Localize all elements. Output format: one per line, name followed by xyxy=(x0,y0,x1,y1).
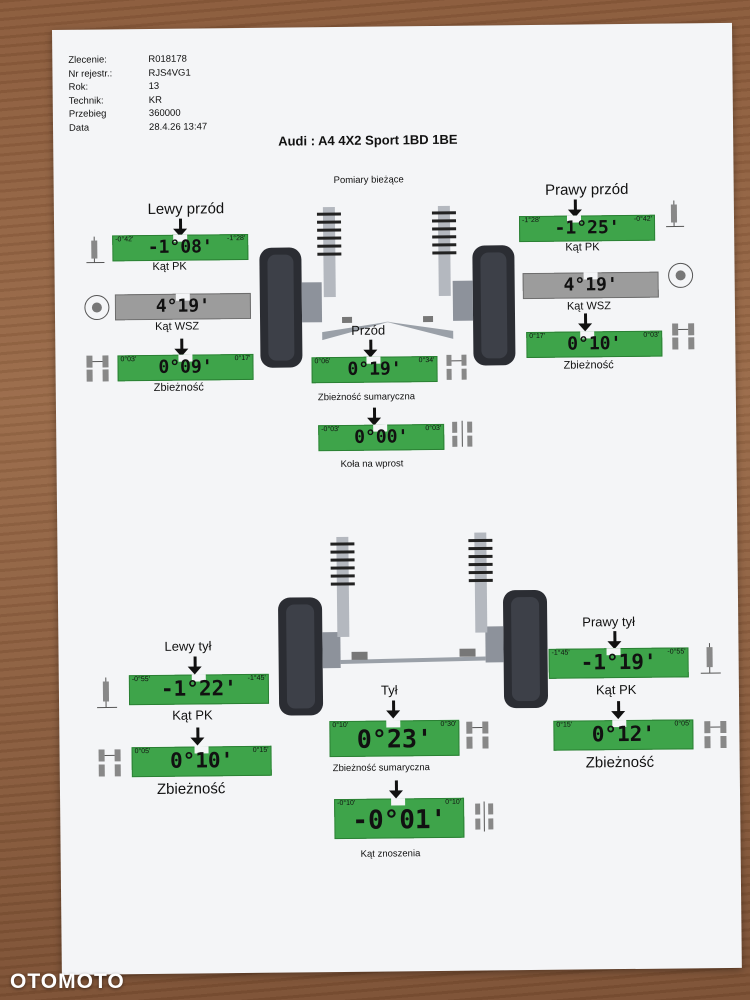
toe-icon xyxy=(463,717,491,751)
sai-icon xyxy=(83,291,111,323)
front-axle-label: Przód xyxy=(351,322,386,338)
rear-suspension-illustration xyxy=(278,532,549,716)
front-total-toe-gauge: 0°06' 0°34' 0°19' xyxy=(311,355,438,384)
right-rear-toe-value: 0°12' xyxy=(591,721,656,747)
alignment-report-sheet: Zlecenie:R018178 Nr rejestr.:RJS4VG1 Rok… xyxy=(52,22,742,975)
right-rear-camber-gauge: -1°45' -0°55' -1°19' xyxy=(548,647,689,679)
left-front-toe-label: Zbieżność xyxy=(153,381,204,394)
front-section-label: Pomiary bieżące xyxy=(333,174,404,187)
rear-total-toe-label: Zbieżność sumaryczna xyxy=(332,762,430,775)
left-front-sai-value: 4°19' xyxy=(155,295,211,317)
camber-icon xyxy=(95,675,119,709)
vehicle-title: Audi : A4 4X2 Sport 1BD 1BE xyxy=(278,131,458,149)
right-front-sai-label: Kąt WSZ xyxy=(566,300,612,313)
left-front-label: Lewy przód xyxy=(147,200,225,219)
right-front-toe-label: Zbieżność xyxy=(563,359,614,372)
left-rear-toe-label: Zbieżność xyxy=(156,780,226,798)
rear-thrust-label: Kąt znoszenia xyxy=(360,848,421,860)
camber-icon xyxy=(664,198,686,228)
front-suspension-illustration xyxy=(259,205,516,368)
left-rear-camber-label: Kąt PK xyxy=(172,707,213,723)
right-front-camber-gauge: -1°28' -0°42' -1°25' xyxy=(518,214,656,243)
left-rear-camber-gauge: -0°55' -1°45' -1°22' xyxy=(128,673,270,706)
right-rear-label: Prawy tył xyxy=(582,613,636,630)
sai-icon xyxy=(666,259,694,291)
front-total-toe-value: 0°19' xyxy=(347,358,402,380)
front-total-toe-label: Zbieżność sumaryczna xyxy=(317,391,416,404)
right-front-camber-value: -1°25' xyxy=(554,217,620,239)
rear-axle-label: Tył xyxy=(380,682,398,698)
toe-icon xyxy=(669,319,697,351)
info-row: Technik:KR xyxy=(68,94,162,107)
toe-icon xyxy=(443,352,469,382)
left-front-toe-value: 0°09' xyxy=(158,356,213,378)
left-front-toe-gauge: 0°03' 0°17' 0°09' xyxy=(117,353,254,382)
rear-total-toe-value: 0°23' xyxy=(356,724,433,754)
otomoto-watermark: OTOMOTO xyxy=(10,970,125,993)
left-front-sai-label: Kąt WSZ xyxy=(155,320,200,333)
toe-icon xyxy=(83,351,111,383)
right-front-sai-value: 4°19' xyxy=(563,274,618,296)
left-front-camber-label: Kąt PK xyxy=(152,260,187,273)
info-row: Nr rejestr.:RJS4VG1 xyxy=(68,67,191,80)
left-front-camber-gauge: -0°42' -1°28' -1°08' xyxy=(112,233,249,262)
right-rear-camber-value: -1°19' xyxy=(580,649,657,675)
camber-icon xyxy=(84,234,106,264)
left-front-sai-gauge: 4°19' xyxy=(114,292,252,321)
info-row: Zlecenie:R018178 xyxy=(68,53,187,66)
left-front-camber-value: -1°08' xyxy=(147,236,213,259)
right-rear-toe-gauge: 0°15' 0°05' 0°12' xyxy=(553,719,694,751)
right-front-camber-label: Kąt PK xyxy=(565,241,600,254)
left-rear-toe-value: 0°10' xyxy=(169,748,234,773)
order-info: Zlecenie:R018178 Nr rejestr.:RJS4VG1 Rok… xyxy=(68,52,207,134)
right-rear-camber-label: Kąt PK xyxy=(595,681,637,698)
info-row: Rok:13 xyxy=(68,80,160,93)
right-front-toe-value: 0°10' xyxy=(567,333,622,355)
left-rear-label: Lewy tył xyxy=(164,638,212,654)
setback-icon xyxy=(449,419,475,449)
right-front-label: Prawy przód xyxy=(544,180,629,199)
right-front-toe-gauge: 0°17' 0°03' 0°10' xyxy=(526,330,663,359)
rear-total-toe-gauge: 0°10' 0°30' 0°23' xyxy=(329,719,460,758)
thrust-angle-icon xyxy=(472,799,496,833)
left-rear-toe-gauge: 0°05' 0°15' 0°10' xyxy=(131,745,272,778)
toe-icon xyxy=(95,745,123,779)
right-rear-toe-label: Zbieżność xyxy=(585,753,655,772)
front-setback-label: Koła na wprost xyxy=(340,458,404,471)
left-rear-camber-value: -1°22' xyxy=(160,676,237,701)
front-setback-gauge: -0°03' 0°03' 0°00' xyxy=(318,423,445,452)
right-front-sai-gauge: 4°19' xyxy=(522,271,659,300)
rear-thrust-value: -0°01' xyxy=(352,804,447,836)
rear-thrust-gauge: -0°10' 0°10' -0°01' xyxy=(334,797,465,840)
camber-icon xyxy=(698,641,722,675)
front-setback-value: 0°00' xyxy=(354,426,409,448)
toe-icon xyxy=(701,717,729,751)
